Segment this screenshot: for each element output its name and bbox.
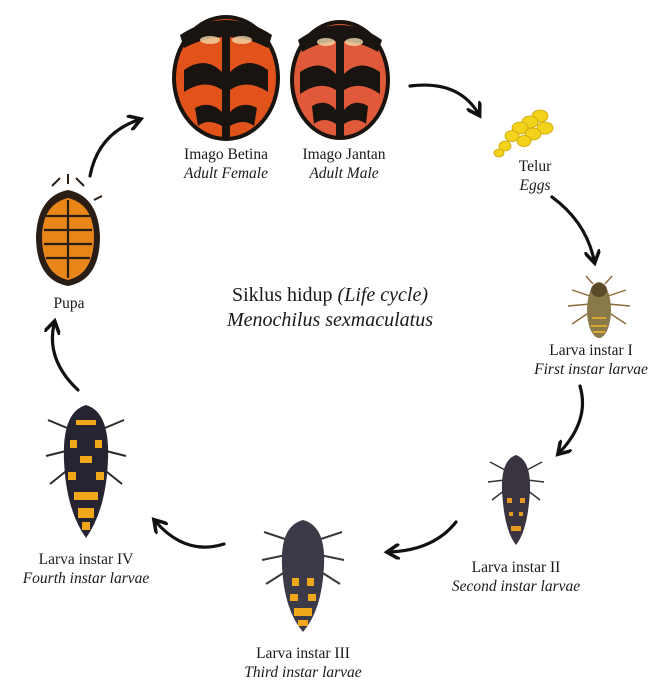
larva2-en-text: Second instar larvae bbox=[436, 577, 596, 596]
larva1-label: Larva instar I First instar larvae bbox=[524, 341, 658, 379]
adult-male-id-text: Imago Jantan bbox=[284, 145, 404, 164]
eggs-label: Telur Eggs bbox=[490, 157, 580, 195]
arrow-larva1-to-larva2 bbox=[560, 386, 583, 452]
larva4-en-text: Fourth instar larvae bbox=[6, 569, 166, 588]
species-name-text: Menochilus sexmaculatus bbox=[227, 309, 433, 331]
arrow-larva4-to-pupa bbox=[52, 324, 78, 390]
adult-male-en-text: Adult Male bbox=[284, 164, 404, 183]
larva2-id-text: Larva instar II bbox=[436, 558, 596, 577]
arrow-adult-to-eggs bbox=[410, 85, 478, 113]
title-italic-text: (Life cycle) bbox=[338, 284, 429, 306]
pupa-image bbox=[36, 174, 102, 286]
larva-instar-4-image bbox=[46, 405, 126, 538]
adult-female-beetle-image bbox=[172, 15, 280, 141]
arrow-pupa-to-adult bbox=[90, 120, 138, 176]
larva4-id-text: Larva instar IV bbox=[6, 550, 166, 569]
adult-male-label: Imago Jantan Adult Male bbox=[284, 145, 404, 183]
pupa-id-text: Pupa bbox=[34, 294, 104, 313]
arrow-larva2-to-larva3 bbox=[390, 522, 456, 552]
larva-instar-1-image bbox=[568, 276, 630, 338]
larva3-label: Larva instar III Third instar larvae bbox=[228, 644, 378, 682]
larva4-label: Larva instar IV Fourth instar larvae bbox=[6, 550, 166, 588]
diagram-title: Siklus hidup (Life cycle) Menochilus sex… bbox=[190, 283, 470, 333]
title-line-1: Siklus hidup (Life cycle) bbox=[190, 283, 470, 308]
pupa-label: Pupa bbox=[34, 294, 104, 313]
adult-female-id-text: Imago Betina bbox=[166, 145, 286, 164]
title-regular-text: Siklus hidup bbox=[232, 284, 338, 306]
larva1-en-text: First instar larvae bbox=[524, 360, 658, 379]
larva3-id-text: Larva instar III bbox=[228, 644, 378, 663]
adult-female-en-text: Adult Female bbox=[166, 164, 286, 183]
adult-male-beetle-image bbox=[290, 20, 390, 140]
adult-female-label: Imago Betina Adult Female bbox=[166, 145, 286, 183]
larva-instar-3-image bbox=[262, 520, 344, 632]
arrow-eggs-to-larva1 bbox=[552, 197, 594, 260]
title-line-2: Menochilus sexmaculatus bbox=[190, 308, 470, 333]
arrow-larva3-to-larva4 bbox=[156, 522, 224, 547]
larva1-id-text: Larva instar I bbox=[524, 341, 658, 360]
eggs-id-text: Telur bbox=[490, 157, 580, 176]
larva2-label: Larva instar II Second instar larvae bbox=[436, 558, 596, 596]
larva3-en-text: Third instar larvae bbox=[228, 663, 378, 682]
larva-instar-2-image bbox=[488, 455, 544, 545]
eggs-image bbox=[494, 110, 553, 157]
eggs-en-text: Eggs bbox=[490, 176, 580, 195]
